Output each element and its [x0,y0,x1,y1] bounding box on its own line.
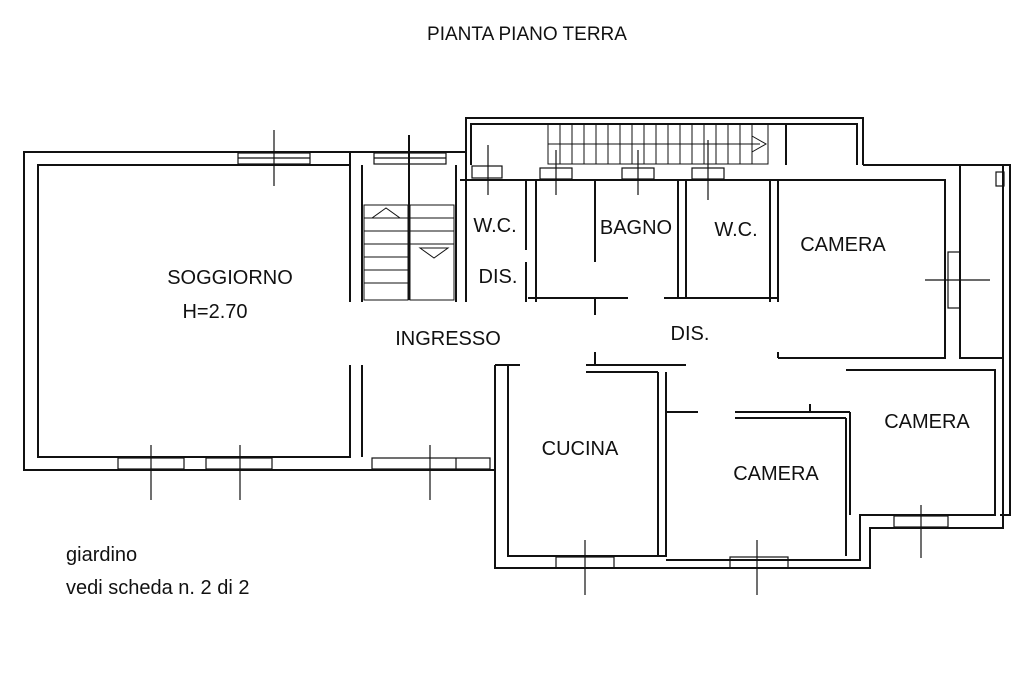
room-label-camera-1: CAMERA [800,234,886,256]
staircase-left [363,135,455,301]
interior-walls [349,152,851,556]
room-label-dis-1: DIS. [479,266,518,288]
staircase-top [547,123,769,165]
room-label-cucina: CUCINA [542,438,619,460]
plan-title: PIANTA PIANO TERRA [427,24,627,45]
room-label-bagno: BAGNO [600,217,672,239]
room-label-camera-2: CAMERA [733,463,819,485]
room-label-dis-2: DIS. [671,323,710,345]
room-label-soggiorno: SOGGIORNO [167,267,293,289]
garden-note: giardino [66,544,137,566]
room-labels: SOGGIORNO H=2.70 INGRESSO W.C. DIS. BAGN… [167,215,970,485]
room-label-ingresso: INGRESSO [395,328,501,350]
sheet-reference-note: vedi scheda n. 2 di 2 [66,577,249,599]
room-height-label: H=2.70 [182,301,247,323]
exterior-walls [23,117,1011,569]
room-label-wc-2: W.C. [714,219,757,241]
room-label-camera-3: CAMERA [884,411,970,433]
room-label-wc-1: W.C. [473,215,516,237]
windows [117,130,1005,595]
